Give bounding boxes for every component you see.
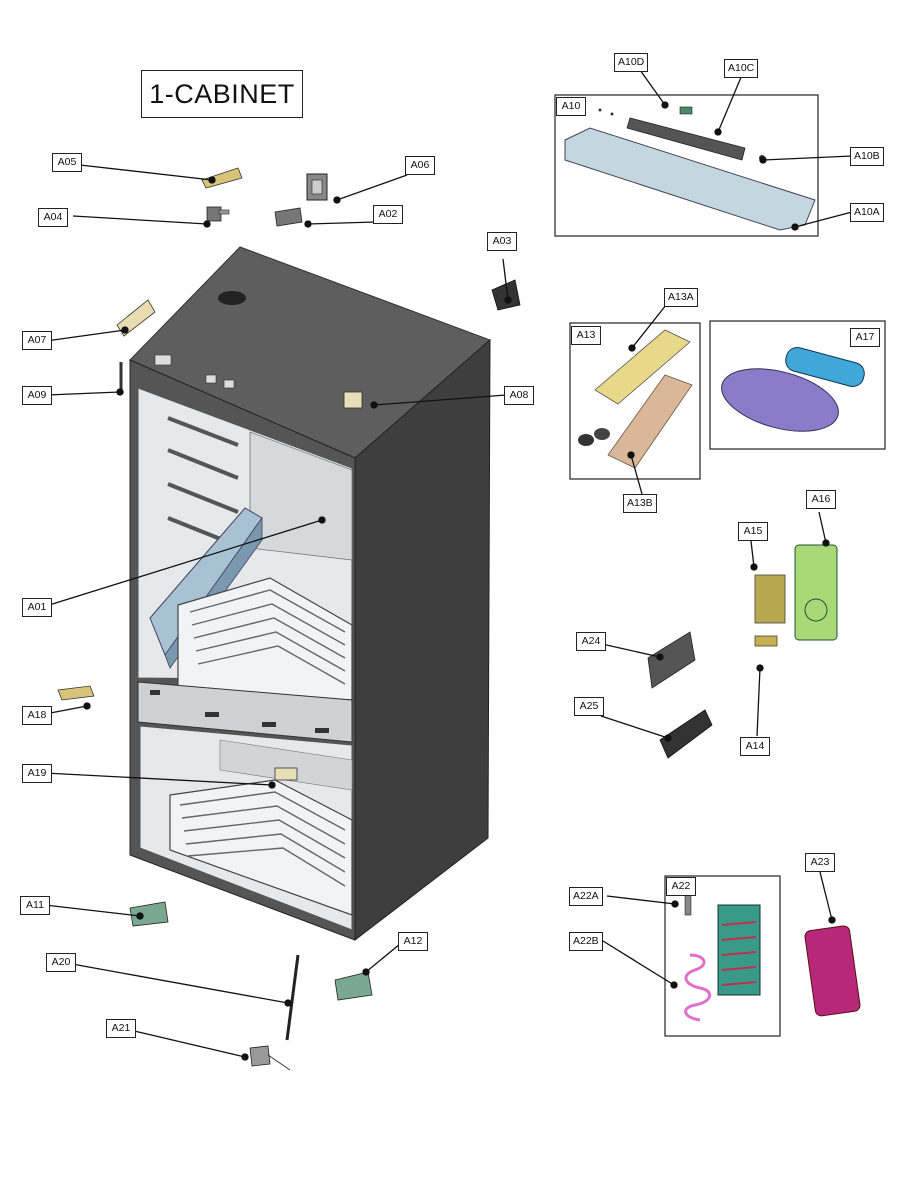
label-a10: A10: [556, 97, 586, 116]
label-a14: A14: [740, 737, 770, 756]
label-a22: A22: [666, 877, 696, 896]
label-a04: A04: [38, 208, 68, 227]
label-a03: A03: [487, 232, 517, 251]
label-a22a: A22A: [569, 887, 603, 906]
label-a01: A01: [22, 598, 52, 617]
label-a10c: A10C: [724, 59, 759, 78]
label-a17: A17: [850, 328, 880, 347]
a13-group: [569, 322, 701, 480]
label-a13b: A13B: [623, 494, 657, 513]
label-a25: A25: [574, 697, 604, 716]
label-a19: A19: [22, 764, 52, 783]
loose-parts: [57, 167, 521, 1071]
label-a02: A02: [373, 205, 403, 224]
label-a23: A23: [805, 853, 835, 872]
label-a21: A21: [106, 1019, 136, 1038]
label-a05: A05: [52, 153, 82, 172]
label-a24: A24: [576, 632, 606, 651]
misc-parts: [647, 544, 838, 759]
label-a22b: A22B: [569, 932, 603, 951]
label-a18: A18: [22, 706, 52, 725]
label-a08: A08: [504, 386, 534, 405]
label-a10b: A10B: [850, 147, 884, 166]
label-a13a: A13A: [664, 288, 698, 307]
label-a20: A20: [46, 953, 76, 972]
a22-group: [664, 875, 861, 1037]
label-a06: A06: [405, 156, 435, 175]
label-a07: A07: [22, 331, 52, 350]
label-a09: A09: [22, 386, 52, 405]
label-a13: A13: [571, 326, 601, 345]
label-a15: A15: [738, 522, 768, 541]
leader-lines: [44, 69, 853, 1061]
label-a10a: A10A: [850, 203, 884, 222]
label-a10d: A10D: [614, 53, 649, 72]
a17-group: [709, 320, 886, 450]
a10-group: [554, 94, 819, 237]
label-a11: A11: [20, 896, 50, 915]
page-title: 1-CABINET: [141, 70, 303, 118]
label-a12: A12: [398, 932, 428, 951]
label-a16: A16: [806, 490, 836, 509]
cabinet-body: [129, 246, 491, 942]
